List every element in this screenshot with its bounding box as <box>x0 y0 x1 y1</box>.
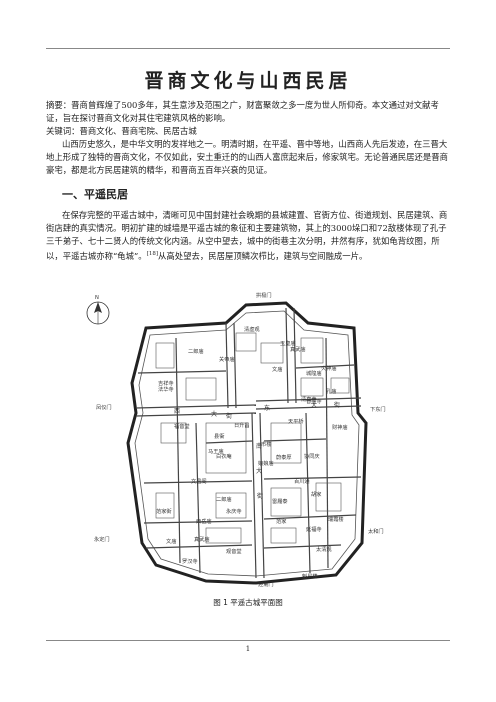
citation-ref: [18] <box>146 251 158 257</box>
place-label: 真武庙 <box>194 535 210 543</box>
place-label: 协同庆 <box>304 452 320 460</box>
page-number: 1 <box>245 645 251 653</box>
place-label: 范家街 <box>156 507 172 515</box>
place-label: 火神庙 <box>321 364 337 372</box>
paper-title: 晋商文化与山西民居 <box>144 70 352 92</box>
gate-label: 太和门 <box>368 527 384 535</box>
place-label: 白衣庵 <box>216 452 232 460</box>
place-label: 真武庙 <box>290 345 306 353</box>
city-plan-figure: N 拱极门凤仪门下东门永定门太和门迎薰门 西大街东大街南大街 清虚观二郎庙关帝庙… <box>76 283 420 591</box>
place-label: 西岳庙 <box>196 517 212 525</box>
place-label: 文庙 <box>166 537 176 545</box>
place-label: 二郎庙 <box>188 347 204 355</box>
gate-label: 永定门 <box>94 535 110 543</box>
gate-label: 拱极门 <box>256 291 272 299</box>
street-label: 大 <box>311 401 317 409</box>
place-label: 关帝庙 <box>219 355 235 363</box>
place-label: 日升昌 <box>234 421 250 429</box>
section-paragraph-tail: 从高处望去，民居屋顶鳞次栉比，建筑与空间融成一片。 <box>157 250 368 261</box>
place-label: 延福寺 <box>306 525 322 533</box>
place-label: 永庆寺 <box>226 507 242 515</box>
street-label: 街 <box>226 412 232 420</box>
section-heading: 一、平遥民居 <box>62 188 128 201</box>
place-label: 孔庙 <box>326 387 336 395</box>
place-label: 吉祥寺 <box>158 379 174 387</box>
place-label: 福音堂 <box>174 422 190 430</box>
place-label: 文昌阁 <box>191 477 207 485</box>
intro-paragraph: 山西历史悠久，是中华文明的发祥地之一。明清时期，在平遥、晋中等地，山西商人先后发… <box>46 139 448 175</box>
place-label: 清虚观 <box>244 325 260 333</box>
place-label: 瑞霞楼 <box>328 515 344 523</box>
north-label: N <box>95 295 99 301</box>
street-label: 街 <box>257 492 263 500</box>
place-label: 魁星楼 <box>302 572 318 580</box>
header-rule <box>46 48 450 49</box>
place-label: 二郎庙 <box>216 495 232 503</box>
place-label: 法华寺 <box>158 385 174 393</box>
footer-rule <box>46 640 450 641</box>
place-label: 财神庙 <box>332 423 348 431</box>
gate-label: 凤仪门 <box>96 403 112 411</box>
place-label: 玉皇庙 <box>280 339 296 347</box>
place-label: 范家 <box>276 517 286 525</box>
place-label: 文庙 <box>272 365 282 373</box>
place-label: 百川通 <box>294 477 310 485</box>
place-label: 城隍庙 <box>306 369 322 377</box>
street-label: 街 <box>334 401 340 409</box>
place-label: 观音堂 <box>226 547 242 555</box>
place-label: 娘娘庙 <box>258 459 274 467</box>
gate-label: 迎薰门 <box>258 580 274 588</box>
place-label: 马王庙 <box>208 447 224 455</box>
abstract: 摘要：晋商曾辉煌了500多年，其生意涉及范围之广，财富聚敛之多一度为世人所仰奇。… <box>46 100 439 123</box>
street-label: 南 <box>256 442 262 450</box>
north-arrow-icon <box>86 301 110 325</box>
keywords: 关键词：晋商文化、晋商宅院、民居古城 <box>46 126 197 136</box>
street-label: 大 <box>256 467 262 475</box>
section-paragraph-text: 在保存完整的平遥古城中，清晰可见中国封建社会晚期的县城建置、官衙方位、街道规划、… <box>46 210 448 261</box>
place-label: 胡家 <box>311 490 321 498</box>
street-label: 西 <box>174 408 180 415</box>
street-label: 东 <box>264 404 270 412</box>
place-label: 罗汉寺 <box>182 557 198 565</box>
place-label: 雷履泰 <box>272 497 288 505</box>
place-label: 普照寺 <box>306 397 322 405</box>
place-label: 蔚泰厚 <box>276 453 292 461</box>
street-label: 大 <box>211 410 217 418</box>
gate-label: 下东门 <box>370 405 386 413</box>
place-label: 清真寺 <box>301 395 317 403</box>
section-paragraph: 在保存完整的平遥古城中，清晰可见中国封建社会晚期的县城建置、官衙方位、街道规划、… <box>46 209 452 263</box>
place-label: 县衙 <box>214 432 224 440</box>
place-label: 市楼 <box>261 440 271 448</box>
place-label: 太清观 <box>316 545 332 553</box>
city-wall <box>126 301 368 585</box>
figure-caption: 图 1 平遥古城平面图 <box>213 598 283 607</box>
place-label: 天平桥 <box>288 417 304 425</box>
